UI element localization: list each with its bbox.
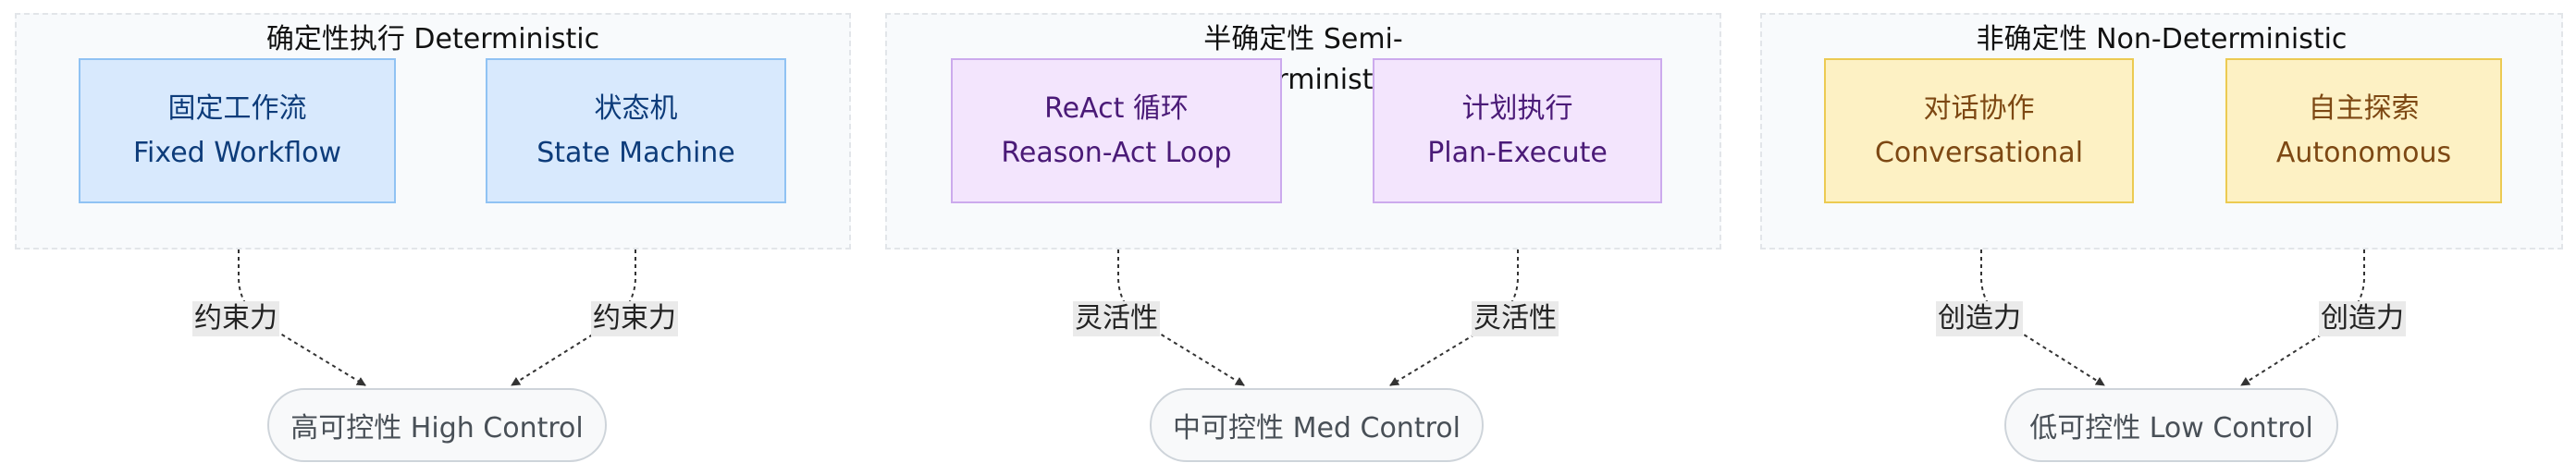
node-plan-execute: 计划执行 Plan-Execute — [1373, 58, 1662, 203]
cluster-title-deterministic: 确定性执行 Deterministic — [265, 23, 600, 55]
node-conversational-zh: 对话协作 — [1923, 91, 2035, 125]
node-conversational: 对话协作 Conversational — [1824, 58, 2134, 203]
node-react-loop-zh: ReAct 循环 — [1044, 91, 1189, 125]
edge-label-state-machine: 约束力 — [591, 301, 678, 336]
node-plan-execute-zh: 计划执行 — [1461, 91, 1573, 125]
node-state-machine: 状态机 State Machine — [486, 58, 786, 203]
result-high-control: 高可控性 High Control — [267, 388, 607, 462]
node-autonomous-zh: 自主探索 — [2308, 91, 2420, 125]
result-med-control: 中可控性 Med Control — [1150, 388, 1484, 462]
node-conversational-en: Conversational — [1874, 136, 2084, 169]
node-plan-execute-en: Plan-Execute — [1427, 136, 1608, 169]
result-low-control: 低可控性 Low Control — [2004, 388, 2338, 462]
edge-label-plan-execute: 灵活性 — [1472, 301, 1559, 336]
cluster-title-semi-line1: 半确定性 Semi- — [1203, 23, 1403, 55]
node-react-loop: ReAct 循环 Reason-Act Loop — [951, 58, 1282, 203]
node-react-loop-en: Reason-Act Loop — [1001, 136, 1232, 169]
edge-label-autonomous: 创造力 — [2319, 301, 2406, 336]
edge-label-react-loop: 灵活性 — [1073, 301, 1160, 336]
node-fixed-workflow-en: Fixed Workflow — [132, 136, 342, 169]
node-autonomous-en: Autonomous — [2275, 136, 2452, 169]
cluster-title-non-deterministic: 非确定性 Non-Deterministic — [1976, 23, 2348, 55]
edge-label-fixed-workflow: 约束力 — [192, 301, 279, 336]
node-fixed-workflow-zh: 固定工作流 — [167, 91, 307, 125]
node-fixed-workflow: 固定工作流 Fixed Workflow — [79, 58, 396, 203]
node-state-machine-en: State Machine — [536, 136, 735, 169]
edge-label-conversational: 创造力 — [1936, 301, 2023, 336]
node-state-machine-zh: 状态机 — [594, 91, 678, 125]
node-autonomous: 自主探索 Autonomous — [2225, 58, 2502, 203]
